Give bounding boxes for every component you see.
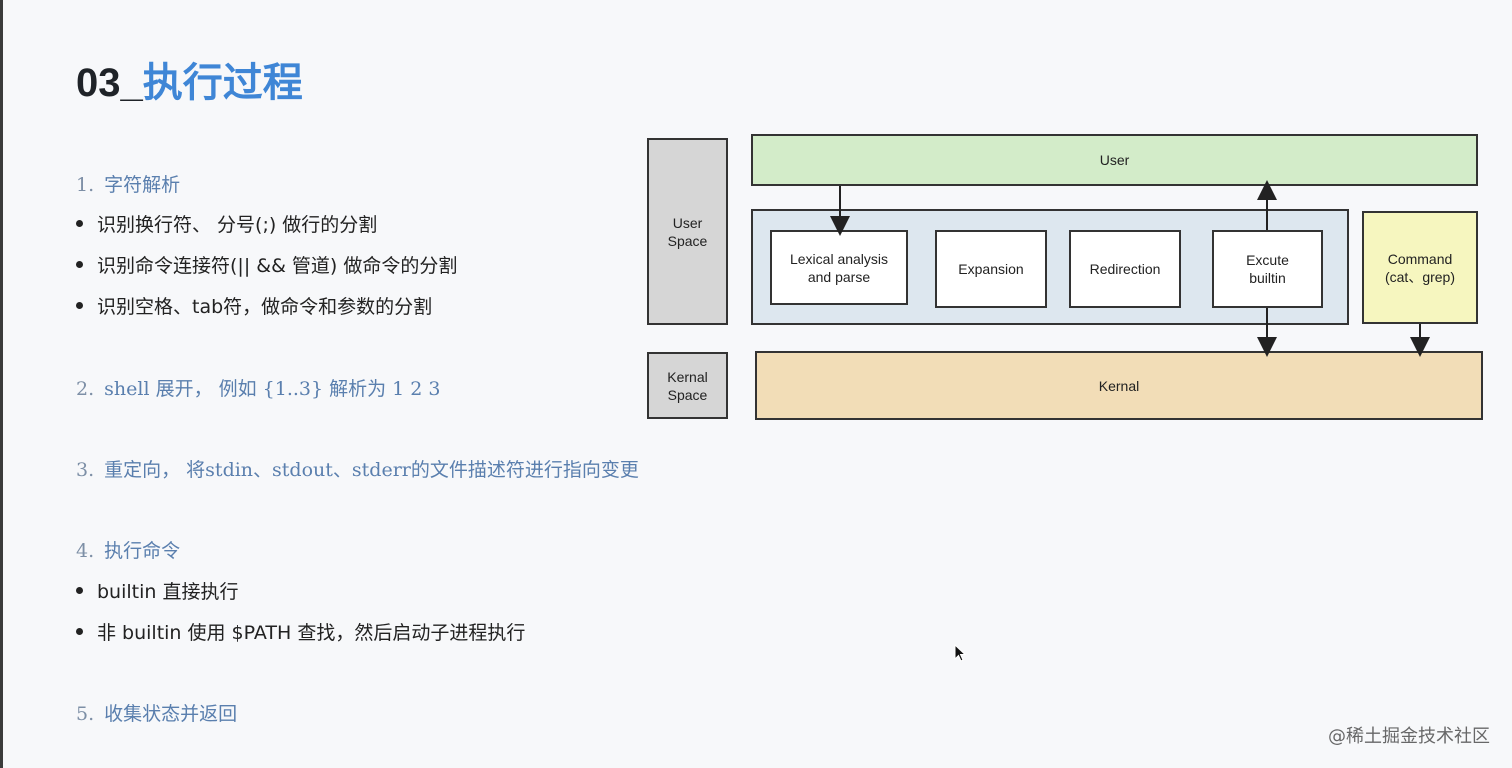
bullet-dot bbox=[76, 628, 83, 635]
section-3-index: 3. bbox=[76, 459, 95, 481]
title-text: 执行过程 bbox=[142, 60, 303, 106]
bullet-text: builtin 直接执行 bbox=[97, 581, 239, 603]
section-4-index: 4. bbox=[76, 540, 95, 562]
command-label: Command (cat、grep) bbox=[1384, 250, 1456, 285]
redirection-label: Redirection bbox=[1089, 261, 1161, 277]
expansion-box: Expansion bbox=[935, 230, 1047, 308]
section-5-index: 5. bbox=[76, 703, 95, 725]
bullet-dot bbox=[76, 587, 83, 594]
user-box: User bbox=[751, 134, 1478, 186]
lexical-analysis-box: Lexical analysis and parse bbox=[770, 230, 908, 305]
mouse-cursor-icon bbox=[954, 644, 967, 662]
expansion-label: Expansion bbox=[958, 261, 1024, 277]
bullet-dot bbox=[76, 302, 83, 309]
bullet-4-2: 非 builtin 使用 $PATH 查找，然后启动子进程执行 bbox=[76, 618, 525, 645]
command-box: Command (cat、grep) bbox=[1362, 211, 1478, 324]
bullet-text: 识别命令连接符(|| && 管道) 做命令的分割 bbox=[97, 255, 458, 277]
section-2-index: 2. bbox=[76, 378, 95, 400]
page-title: 03_执行过程 bbox=[76, 50, 303, 108]
kernel-space-label: Kernal Space bbox=[667, 368, 708, 403]
window-edge bbox=[0, 0, 3, 768]
section-5-text: 收集状态并返回 bbox=[104, 703, 238, 725]
bullet-text: 识别空格、tab符，做命令和参数的分割 bbox=[97, 296, 433, 318]
lexical-analysis-label: Lexical analysis and parse bbox=[789, 250, 889, 285]
section-1-heading: 1. 字符解析 bbox=[76, 170, 180, 197]
watermark: @稀土掘金技术社区 bbox=[1328, 726, 1490, 747]
section-2-heading: 2. shell 展开， 例如 {1..3} 解析为 1 2 3 bbox=[76, 374, 441, 401]
kernal-box: Kernal bbox=[755, 351, 1483, 420]
user-space-label: User Space bbox=[667, 214, 708, 249]
excute-builtin-label: Excute builtin bbox=[1246, 252, 1289, 286]
bullet-text: 识别换行符、 分号(;) 做行的分割 bbox=[97, 214, 378, 236]
bullet-dot bbox=[76, 261, 83, 268]
section-3-text: 重定向， 将stdin、stdout、stderr的文件描述符进行指向变更 bbox=[104, 459, 639, 481]
bullet-4-1: builtin 直接执行 bbox=[76, 577, 238, 604]
user-label: User bbox=[1099, 152, 1130, 168]
bullet-dot bbox=[76, 220, 83, 227]
section-5-heading: 5. 收集状态并返回 bbox=[76, 699, 237, 726]
section-2-text: shell 展开， 例如 {1..3} 解析为 1 2 3 bbox=[104, 378, 441, 400]
excute-builtin-box: Excute builtin bbox=[1212, 230, 1323, 308]
redirection-box: Redirection bbox=[1069, 230, 1181, 308]
section-3-heading: 3. 重定向， 将stdin、stdout、stderr的文件描述符进行指向变更 bbox=[76, 455, 639, 482]
user-space-box: User Space bbox=[647, 138, 728, 325]
bullet-1-3: 识别空格、tab符，做命令和参数的分割 bbox=[76, 292, 432, 319]
bullet-1-2: 识别命令连接符(|| && 管道) 做命令的分割 bbox=[76, 251, 457, 278]
bullet-1-1: 识别换行符、 分号(;) 做行的分割 bbox=[76, 210, 377, 237]
title-number: 03_ bbox=[76, 61, 143, 105]
bullet-text: 非 builtin 使用 $PATH 查找，然后启动子进程执行 bbox=[97, 622, 526, 644]
kernal-label: Kernal bbox=[1098, 377, 1140, 394]
section-1-text: 字符解析 bbox=[104, 174, 181, 196]
kernel-space-box: Kernal Space bbox=[647, 352, 728, 419]
section-1-index: 1. bbox=[76, 174, 95, 196]
section-4-heading: 4. 执行命令 bbox=[76, 536, 180, 563]
section-4-text: 执行命令 bbox=[104, 540, 181, 562]
